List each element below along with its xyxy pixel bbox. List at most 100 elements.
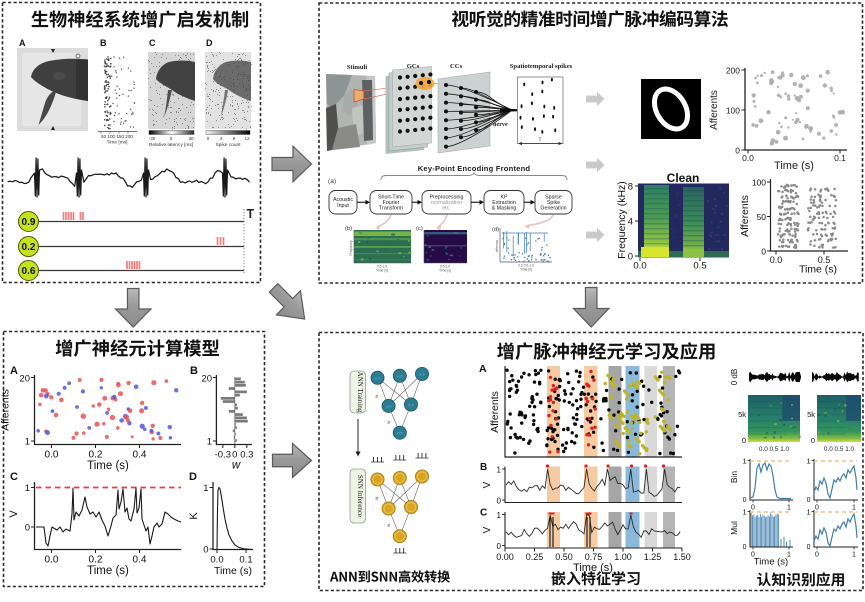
svg-text:V: V (8, 510, 20, 518)
svg-text:Time [s]: Time [s] (439, 269, 451, 273)
svg-text:1: 1 (743, 459, 747, 466)
svg-text:& Masking: & Masking (492, 206, 517, 212)
svg-text:Input: Input (337, 203, 349, 209)
svg-text:0.0: 0.0 (633, 261, 646, 272)
svg-text:12: 12 (244, 136, 250, 141)
svg-text:0.00: 0.00 (496, 552, 514, 562)
svg-text:Time (s): Time (s) (87, 565, 129, 577)
svg-text:30: 30 (188, 136, 194, 141)
svg-text:Time (s): Time (s) (774, 160, 814, 172)
svg-text:Short-Time: Short-Time (378, 195, 404, 201)
svg-text:0: 0 (170, 136, 173, 141)
svg-text:0.2: 0.2 (89, 555, 103, 566)
svg-text:0: 0 (743, 497, 747, 504)
svg-text:0: 0 (497, 497, 502, 506)
svg-text:T: T (538, 138, 541, 144)
svg-text:w: w (386, 523, 391, 527)
svg-text:nerve: nerve (493, 121, 508, 128)
svg-text:0.1: 0.1 (239, 555, 252, 566)
svg-text:Afferents: Afferents (489, 391, 501, 433)
svg-text:1: 1 (743, 510, 747, 517)
svg-text:50: 50 (757, 212, 767, 222)
svg-text:Time [s]: Time [s] (376, 269, 388, 273)
svg-text:D: D (206, 38, 213, 48)
svg-text:1: 1 (25, 483, 30, 494)
svg-text:w,b: w,b (397, 373, 404, 378)
svg-text:Spatiotemporal spikes: Spatiotemporal spikes (510, 63, 573, 70)
svg-text:V: V (482, 526, 493, 533)
svg-text:KP: KP (500, 195, 508, 201)
svg-text:Extraction: Extraction (492, 200, 516, 206)
svg-text:A: A (479, 363, 487, 375)
svg-text:Transform: Transform (379, 206, 404, 212)
svg-text:Clean: Clean (667, 171, 700, 185)
svg-text:0: 0 (815, 505, 819, 512)
svg-text:Acoustic: Acoustic (333, 197, 353, 203)
svg-text:w,b: w,b (386, 403, 393, 408)
svg-text:0.0: 0.0 (742, 153, 754, 163)
svg-text:0.3: 0.3 (240, 450, 253, 461)
svg-text:100: 100 (752, 178, 766, 188)
svg-text:0: 0 (807, 497, 811, 504)
svg-text:Time (s): Time (s) (799, 264, 837, 276)
svg-text:1: 1 (207, 437, 212, 448)
svg-text:0.5 1.0: 0.5 1.0 (440, 265, 450, 269)
svg-text:0: 0 (25, 523, 30, 534)
svg-text:w,b: w,b (397, 430, 404, 435)
svg-text:(d): (d) (492, 227, 499, 233)
svg-text:w: w (374, 496, 379, 500)
svg-text:0.9: 0.9 (22, 217, 36, 228)
svg-text:Afferents: Afferents (709, 90, 720, 130)
svg-text:w,b: w,b (374, 375, 381, 380)
svg-text:0.4: 0.4 (133, 555, 147, 566)
svg-text:B: B (480, 462, 487, 473)
svg-text:0.0: 0.0 (45, 555, 59, 566)
svg-text:-0.3: -0.3 (215, 450, 231, 461)
svg-text:Generation: Generation (540, 206, 566, 212)
svg-text:Time [ms]: Time [ms] (107, 140, 128, 146)
svg-text:Spike: Spike (547, 200, 560, 206)
svg-text:0.2: 0.2 (22, 242, 36, 253)
svg-text:0.5: 0.5 (693, 261, 706, 272)
svg-text:0: 0 (203, 545, 208, 556)
svg-text:5k: 5k (738, 410, 746, 419)
svg-text:Sparse: Sparse (545, 195, 562, 201)
svg-text:1: 1 (497, 466, 502, 475)
svg-text:(c): (c) (416, 226, 423, 232)
svg-text:0: 0 (232, 450, 237, 461)
svg-text:1: 1 (497, 511, 502, 520)
svg-text:5k: 5k (807, 410, 815, 419)
svg-text:50 100 150 200: 50 100 150 200 (101, 134, 133, 139)
svg-text:100: 100 (726, 106, 740, 116)
svg-text:0.25: 0.25 (526, 552, 544, 562)
svg-text:0.0: 0.0 (45, 450, 59, 461)
svg-text:1: 1 (852, 552, 856, 559)
svg-text:Fourier: Fourier (383, 200, 400, 206)
svg-text:0: 0 (751, 552, 755, 559)
svg-text:0: 0 (743, 544, 747, 551)
svg-text:w,b: w,b (419, 372, 426, 377)
svg-text:1.25: 1.25 (644, 552, 662, 562)
svg-text:Frequency (kHz): Frequency (kHz) (616, 181, 628, 259)
svg-text:afferents: afferents (495, 239, 499, 252)
svg-text:1.00: 1.00 (614, 552, 632, 562)
svg-text:0.1: 0.1 (834, 153, 846, 163)
svg-text:0 dB: 0 dB (730, 369, 739, 385)
svg-text:A: A (10, 365, 18, 377)
svg-text:0.50: 0.50 (555, 552, 573, 562)
svg-text:C: C (149, 38, 156, 48)
svg-text:0: 0 (497, 542, 502, 551)
svg-text:0: 0 (751, 505, 755, 512)
svg-text:4: 4 (220, 136, 223, 141)
svg-text:V: V (482, 481, 493, 488)
svg-text:1: 1 (787, 505, 791, 512)
svg-text:1: 1 (807, 459, 811, 466)
svg-text:8: 8 (628, 182, 633, 193)
svg-text:200: 200 (726, 66, 740, 76)
svg-text:A: A (19, 38, 26, 48)
svg-text:w: w (374, 394, 379, 398)
svg-text:Time (s): Time (s) (754, 557, 788, 568)
svg-text:D: D (189, 471, 197, 483)
svg-text:0: 0 (811, 436, 815, 445)
svg-text:Time (s): Time (s) (573, 562, 613, 574)
